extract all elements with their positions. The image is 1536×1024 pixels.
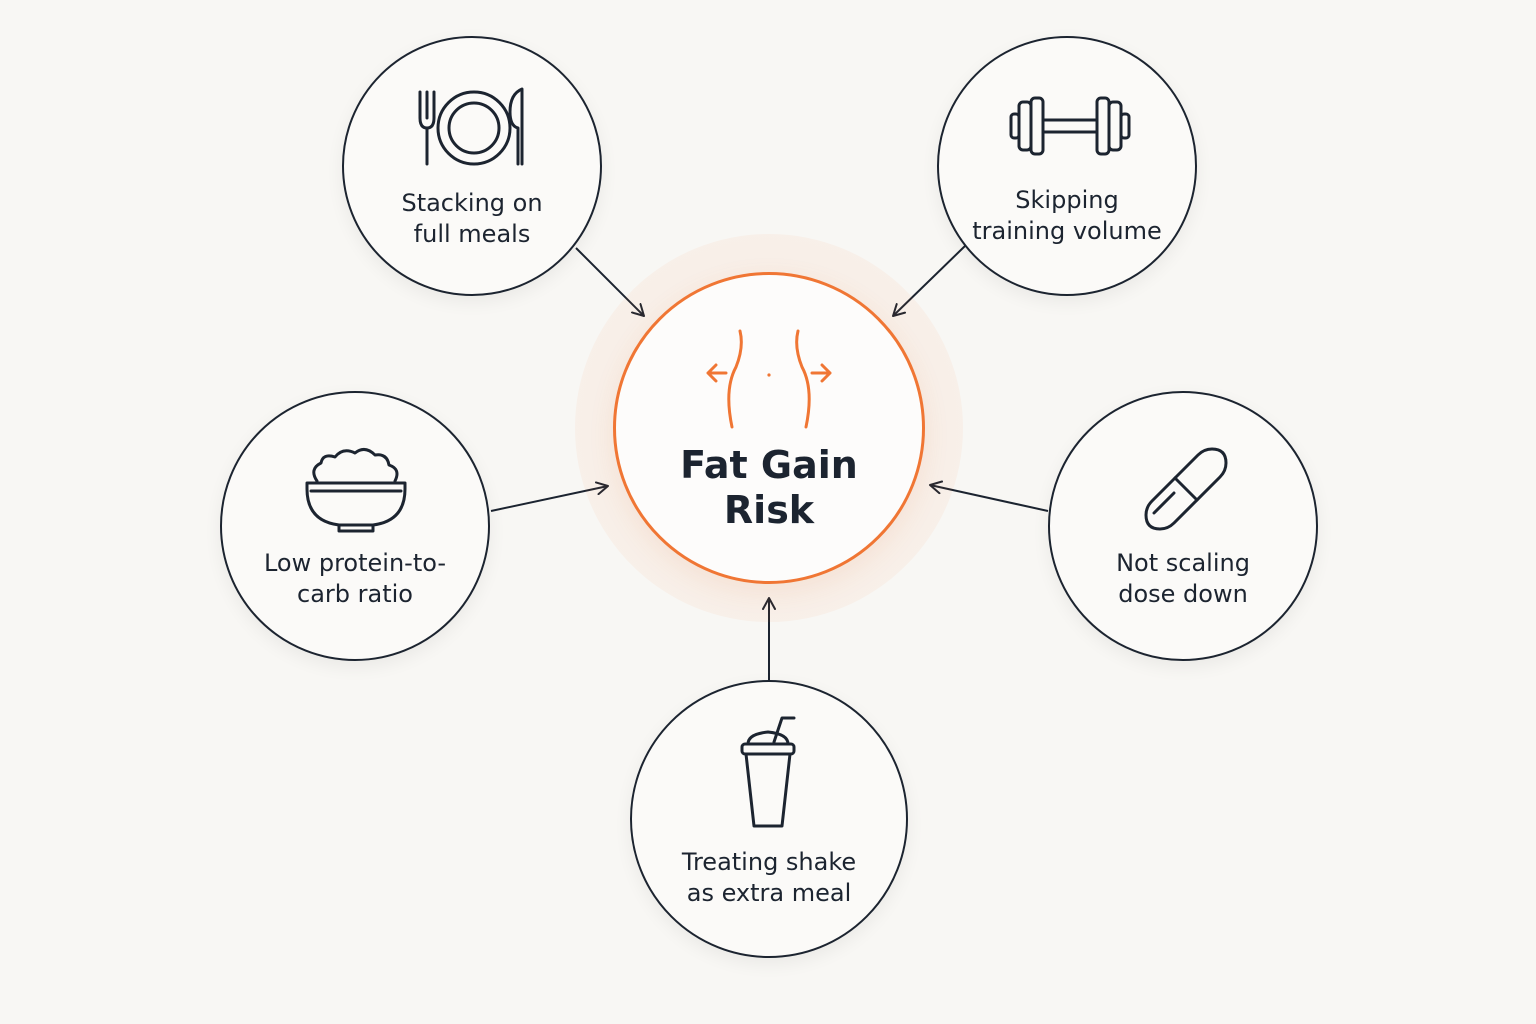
- food-bowl-icon: [305, 448, 407, 533]
- capsule-icon: [1144, 447, 1228, 531]
- arrow-dose-to-center: [929, 480, 1049, 512]
- center-node: Fat Gain Risk: [613, 272, 925, 584]
- plate-cutlery-icon: [418, 87, 524, 166]
- factor-label: Stacking on full meals: [401, 189, 543, 248]
- factor-node-shake: Treating shake as extra meal: [630, 680, 908, 958]
- arrow-ratio-to-center: [490, 481, 609, 512]
- center-title: Fat Gain Risk: [680, 443, 858, 532]
- factor-label: Low protein-to- carb ratio: [263, 549, 447, 608]
- dumbbell-icon: [1009, 96, 1131, 156]
- waist-expand-icon: [706, 329, 832, 429]
- arrow-training-to-center: [892, 245, 966, 317]
- factor-label: Not scaling dose down: [1116, 549, 1250, 608]
- factor-node-dose: Not scaling dose down: [1048, 391, 1318, 661]
- factor-label: Treating shake as extra meal: [681, 848, 857, 907]
- factor-node-training: Skipping training volume: [937, 36, 1197, 296]
- factor-label: Skipping training volume: [972, 186, 1162, 245]
- arrow-meals-to-center: [575, 247, 645, 317]
- factor-node-meals: Stacking on full meals: [342, 36, 602, 296]
- factor-node-ratio: Low protein-to- carb ratio: [220, 391, 490, 661]
- shake-cup-icon: [740, 716, 796, 828]
